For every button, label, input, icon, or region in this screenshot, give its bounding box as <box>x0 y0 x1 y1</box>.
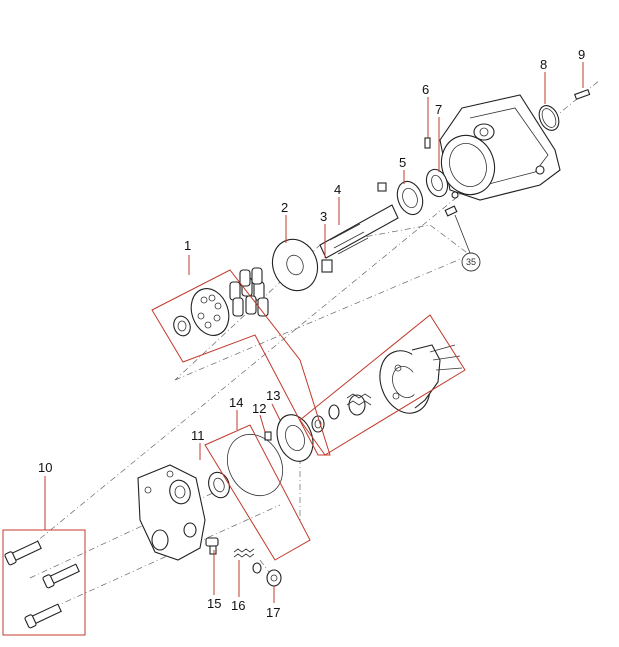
label-part-14: 14 <box>229 395 243 410</box>
part-number-labels: 1 2 3 4 5 6 7 8 9 10 11 12 13 14 15 16 1… <box>38 47 585 620</box>
fitting-15 <box>205 537 219 555</box>
shaft-4 <box>319 182 399 259</box>
label-part-5: 5 <box>399 155 406 170</box>
key-3 <box>321 259 333 273</box>
label-part-13: 13 <box>266 388 280 403</box>
label-part-8: 8 <box>540 57 547 72</box>
label-part-15: 15 <box>207 596 221 611</box>
label-part-16: 16 <box>231 598 245 613</box>
spring-16 <box>233 548 255 558</box>
bolt-set-10 <box>4 540 80 629</box>
o-ring-14 <box>226 433 284 497</box>
rotating-group-1 <box>173 267 269 337</box>
label-part-7: 7 <box>435 102 442 117</box>
snap-ring-8 <box>538 105 560 131</box>
bolt-group-box <box>2 529 86 636</box>
reference-callout: 35 <box>454 214 481 272</box>
bearing-13 <box>276 414 314 462</box>
bearing-11 <box>208 471 230 499</box>
seal-kit-box <box>204 424 311 561</box>
leader-lines <box>44 62 584 603</box>
label-part-10: 10 <box>38 460 52 475</box>
label-part-4: 4 <box>334 182 341 197</box>
label-part-12: 12 <box>252 401 266 416</box>
label-part-9: 9 <box>578 47 585 62</box>
label-part-6: 6 <box>422 82 429 97</box>
plug-17 <box>252 562 282 587</box>
pin-9 <box>574 89 591 100</box>
front-housing <box>137 464 206 561</box>
pin-6 <box>424 137 431 149</box>
cylinder-block <box>379 344 463 414</box>
seal-7 <box>425 168 449 198</box>
fitting-35 <box>444 205 458 217</box>
valve-group-box <box>299 314 466 456</box>
label-part-17: 17 <box>266 605 280 620</box>
group-outlines <box>2 269 466 636</box>
pin-12 <box>264 431 272 441</box>
label-part-3: 3 <box>320 209 327 224</box>
label-part-2: 2 <box>281 200 288 215</box>
bearing-5 <box>396 180 424 216</box>
label-part-1: 1 <box>184 238 191 253</box>
rear-housing <box>439 94 561 201</box>
swash-plate-2 <box>271 238 319 292</box>
rotating-group-box <box>151 269 331 456</box>
label-part-11: 11 <box>191 428 205 443</box>
callout-35-label: 35 <box>466 257 476 267</box>
